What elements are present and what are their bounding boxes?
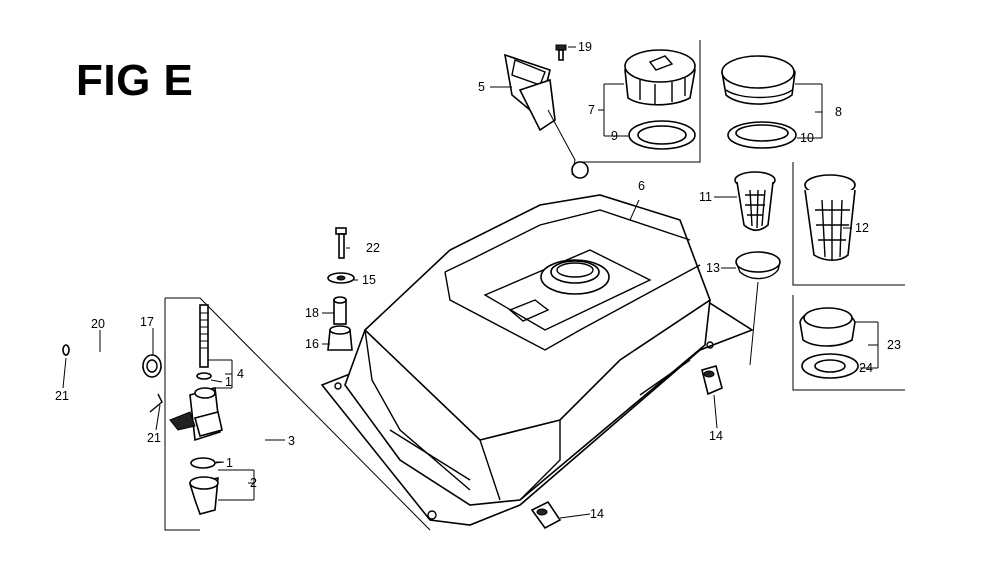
cap-group-box [580,40,701,163]
callout-11: 11 [699,190,712,204]
fuel-filler-cap-b [721,55,796,105]
callout-4: 4 [237,367,244,381]
tank-clip-b [530,500,562,530]
callout-18: 18 [305,306,319,320]
callout-22: 22 [366,241,380,255]
callout-1-upper: 1 [225,375,232,389]
callout-1-lower: 1 [226,456,233,470]
figure-title: FIG E [76,56,194,105]
callout-20: 20 [91,317,105,331]
callout-13: 13 [706,261,720,275]
callout-12: 12 [855,221,869,235]
callout-labels: 1 1 2 3 4 5 6 7 8 9 10 11 12 13 14 14 15… [55,40,901,521]
callout-14-right: 14 [709,429,723,443]
fuel-tube [62,344,163,413]
fuel-strainer-a [734,171,776,232]
callout-21-lower: 21 [147,431,161,445]
fuel-filler-cap-c [799,307,856,347]
strainer-ring [735,251,781,366]
callout-16: 16 [305,337,319,351]
callout-15: 15 [362,273,376,287]
callout-9: 9 [611,129,618,143]
callout-23: 23 [887,338,901,352]
cap-gasket-c [801,353,859,379]
tank-clip-a [701,365,723,396]
callout-6: 6 [638,179,645,193]
cap-gasket-b [727,121,797,149]
callout-17: 17 [140,315,154,329]
callout-21-left: 21 [55,389,69,403]
callout-10: 10 [800,131,814,145]
tank-mounting-hardware [327,227,355,351]
fuel-strainer-b [792,162,905,286]
cap-gasket-a [628,120,696,150]
leader-lines [62,46,879,519]
cap-group-box-2 [792,295,905,391]
fuel-valve-assembly [164,297,431,531]
callout-3: 3 [288,434,295,448]
grommet [142,354,162,378]
fuel-filler-cap-a [624,49,696,106]
fuel-gauge-plate [503,44,589,179]
callout-24: 24 [859,361,873,375]
callout-8: 8 [835,105,842,119]
callout-14-bottom: 14 [590,507,604,521]
callout-7: 7 [588,103,595,117]
fuel-tank [320,194,754,526]
callout-19: 19 [578,40,592,54]
callout-5: 5 [478,80,485,94]
callout-2: 2 [250,476,257,490]
